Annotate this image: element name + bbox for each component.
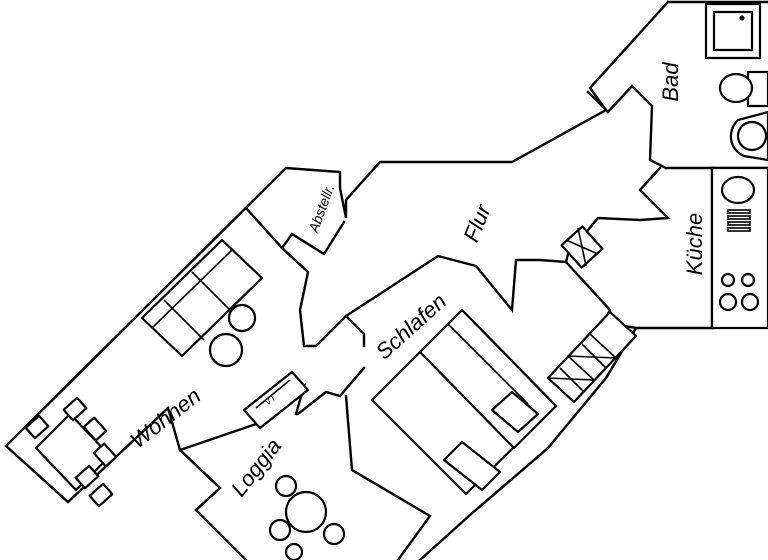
dining-set (24, 396, 118, 508)
vt-cabinet: VT (242, 370, 310, 430)
flur-cupboard (560, 225, 604, 269)
dish-rack (727, 209, 751, 232)
room-label-abstellraum: Abstellr. (305, 182, 337, 235)
room-label-bad: Bad (658, 62, 683, 102)
kitchen-counter (710, 166, 768, 330)
bathtub (704, 2, 762, 60)
loggia-table-set (268, 474, 346, 560)
outer-walls (4, 0, 768, 560)
wardrobe (546, 310, 638, 404)
washbasin (729, 110, 768, 162)
armchairs (208, 303, 257, 368)
stove-burners (718, 272, 760, 312)
toilet (718, 70, 768, 108)
room-label-kueche: Küche (682, 213, 707, 275)
sofa (140, 238, 264, 358)
double-bed (370, 308, 558, 496)
room-label-flur: Flur (458, 199, 496, 245)
room-label-wohnen: Wohnen (125, 383, 205, 453)
